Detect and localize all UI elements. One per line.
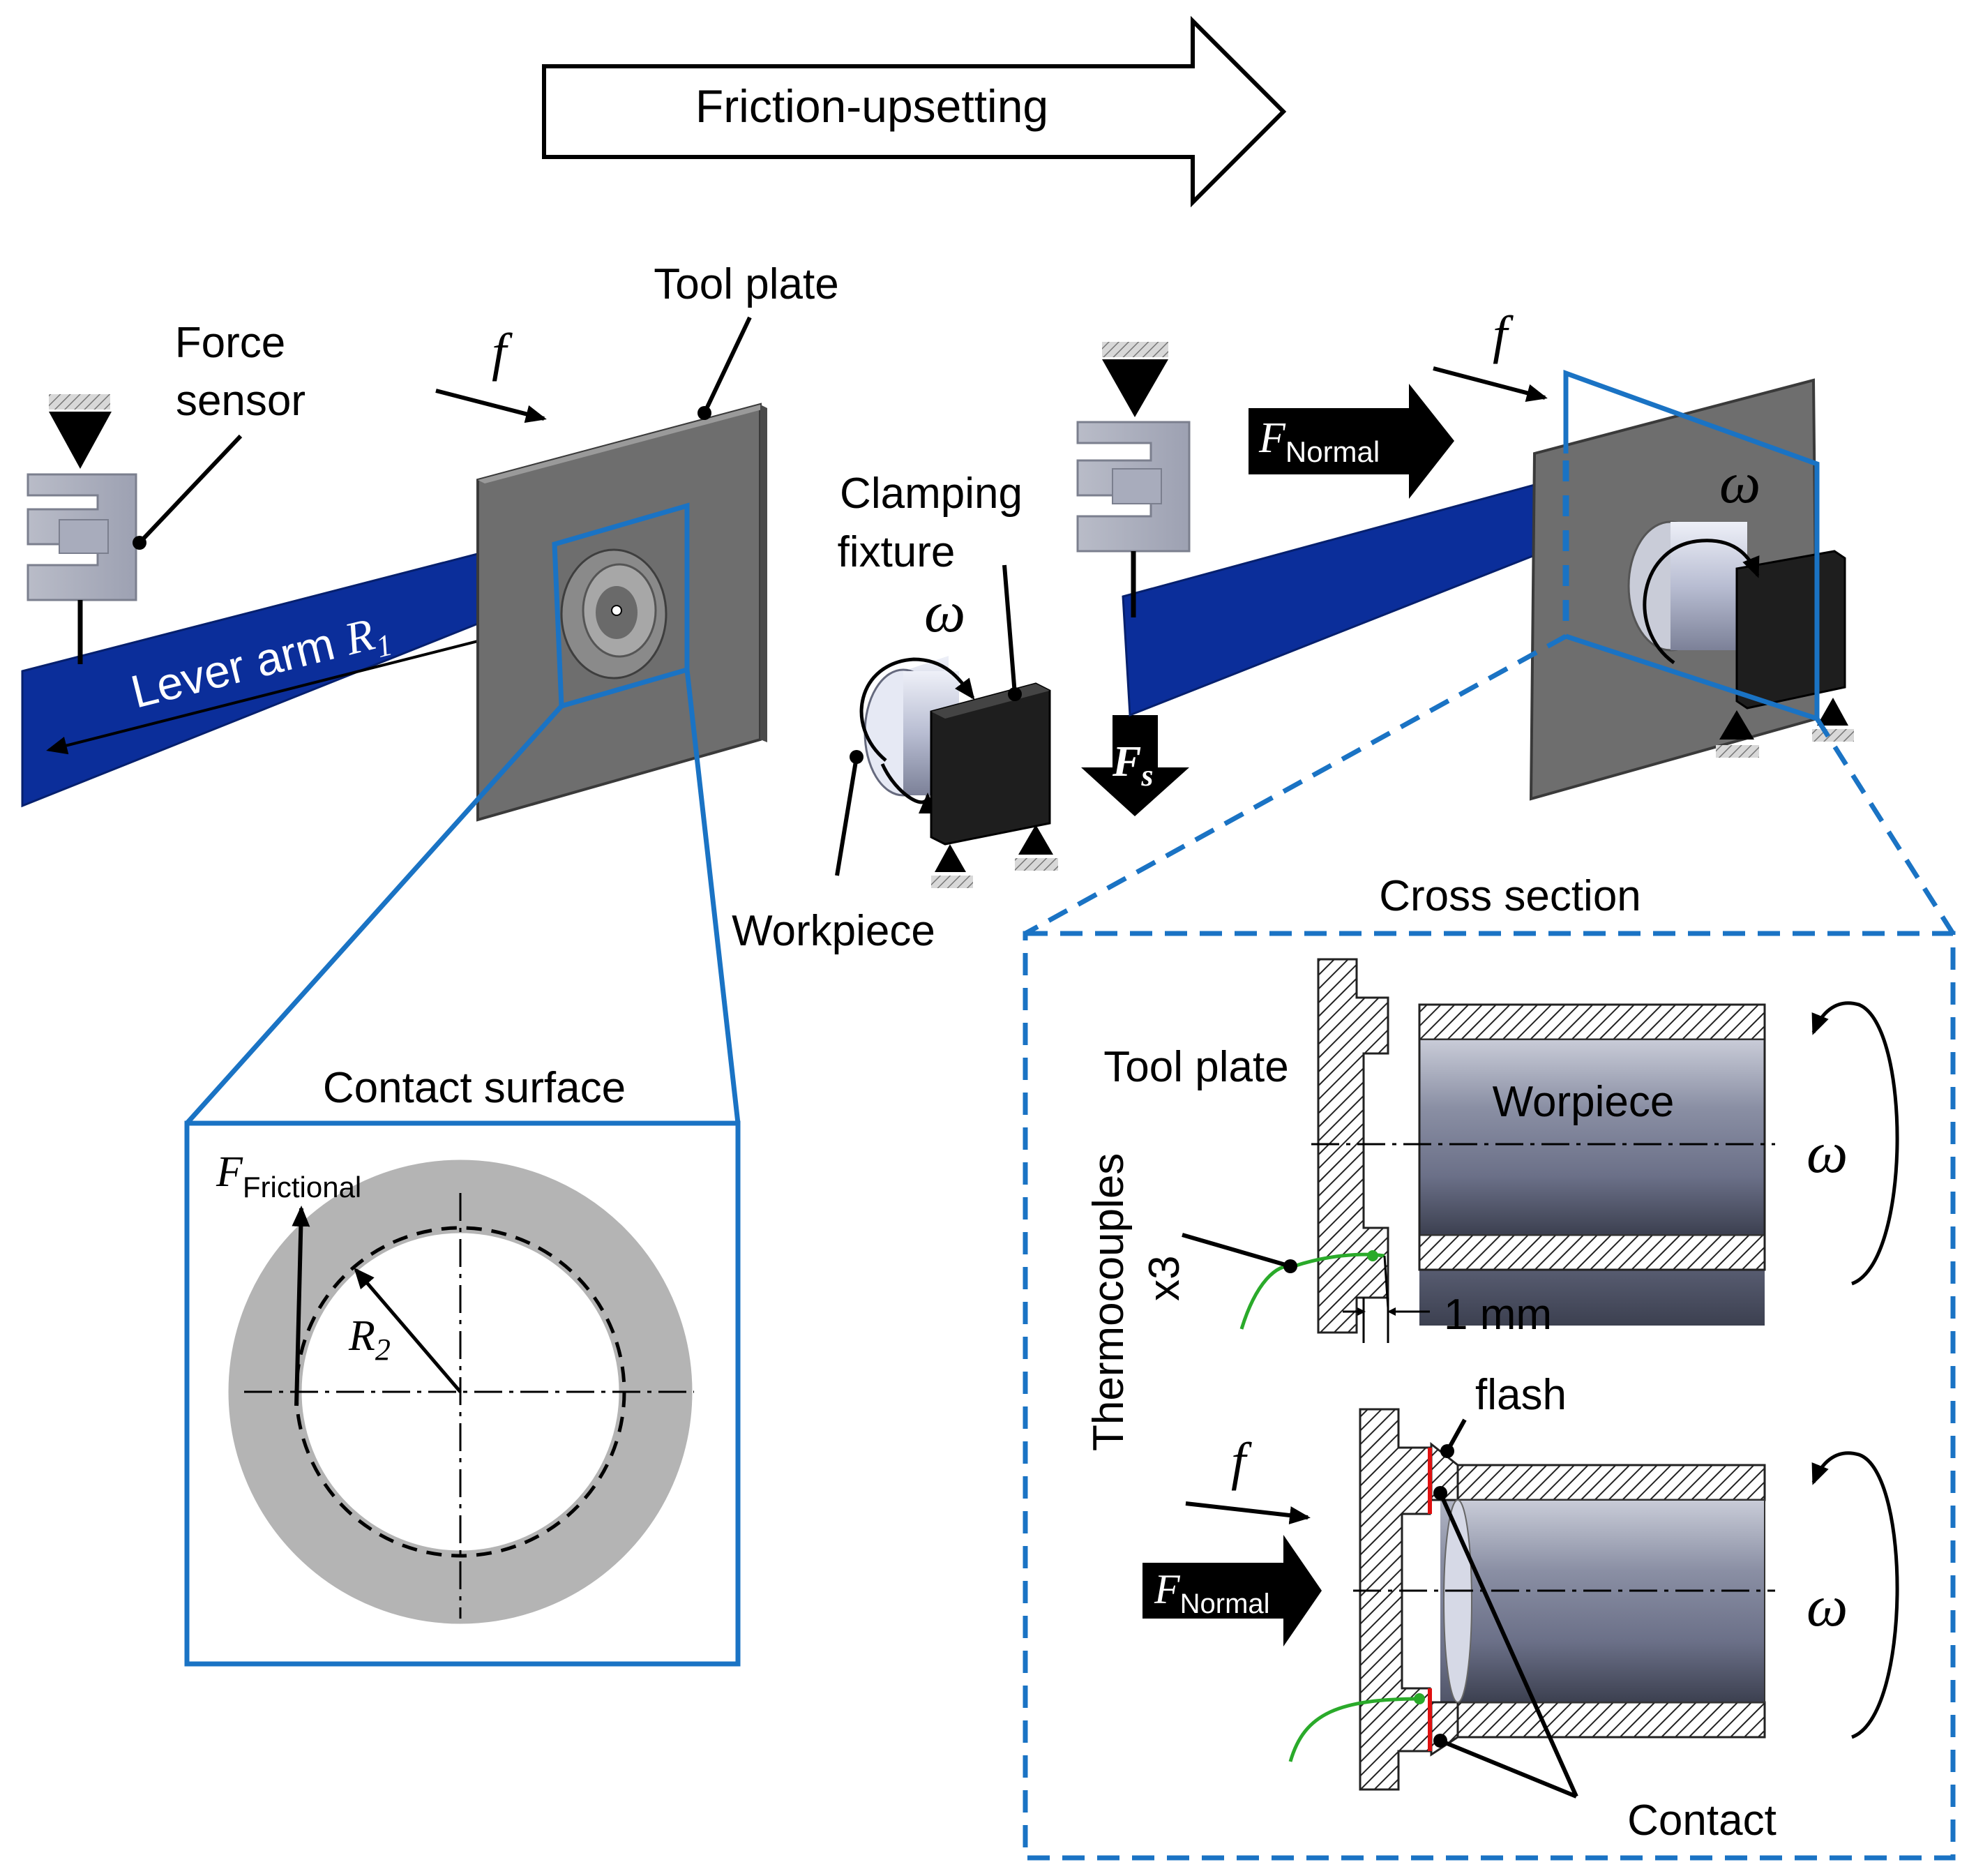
feed-arrow-right bbox=[1433, 366, 1548, 402]
workpiece-leader bbox=[835, 756, 859, 876]
normal-force-label-section: FNormal bbox=[1154, 1566, 1270, 1619]
cross-section-panel: Cross section Worpiece Tool plate 1 mm bbox=[1023, 872, 1956, 1861]
workpiece-label: Workpiece bbox=[732, 907, 935, 955]
contact-leader-top bbox=[1438, 1492, 1578, 1798]
force-sensor-label-line2: sensor bbox=[176, 377, 306, 425]
tool-plate-leader bbox=[702, 316, 752, 414]
left-setup: Lever arm R1 Force sensor Tool plate bbox=[21, 260, 839, 1125]
clamping-fixture-leader bbox=[1002, 564, 1017, 695]
thermocouples-leader bbox=[1182, 1233, 1291, 1268]
thermocouples-label-line1: Thermocouples bbox=[1085, 1153, 1133, 1451]
feed-arrow-left bbox=[435, 389, 547, 423]
omega-middle: ω bbox=[924, 580, 965, 645]
omega-section-bottom: ω bbox=[1807, 1574, 1848, 1639]
contact-surface-panel: Contact surface R2 FFrictional bbox=[184, 1064, 741, 1667]
tool-plate-label: Tool plate bbox=[654, 260, 838, 308]
normal-force-arrow-section bbox=[1142, 1535, 1322, 1646]
force-s-arrow bbox=[1081, 715, 1189, 816]
flash-label: flash bbox=[1475, 1371, 1567, 1419]
clamping-fixture-label-line1: Clamping bbox=[840, 470, 1023, 518]
cross-section-title: Cross section bbox=[1379, 872, 1641, 920]
clamping-fixture-label-line2: fixture bbox=[838, 528, 956, 576]
force-sensor-left bbox=[27, 394, 137, 664]
process-arrow: Friction-upsetting bbox=[542, 15, 1287, 208]
frictional-force-label: FFrictional bbox=[216, 1148, 361, 1203]
normal-force-arrow-right bbox=[1249, 384, 1454, 499]
force-s-label: Fs bbox=[1112, 738, 1153, 793]
right-setup: FNormal f ω bbox=[1024, 306, 1955, 936]
force-sensor-right bbox=[1076, 342, 1191, 617]
feed-symbol-right: f bbox=[1493, 306, 1514, 364]
radius-r2-arrow bbox=[354, 1267, 462, 1393]
force-sensor-leader bbox=[137, 434, 243, 545]
thermocouples-label-line2: x3 bbox=[1140, 1256, 1189, 1301]
frictional-force-arrow bbox=[292, 1206, 310, 1406]
contact-label: Contact bbox=[1627, 1796, 1777, 1845]
contact-surface-title: Contact surface bbox=[323, 1064, 626, 1112]
contact-leader-bottom bbox=[1439, 1739, 1578, 1799]
normal-force-label-right: FNormal bbox=[1258, 414, 1380, 468]
cross-section-lower: flash Contact f FNormal ω bbox=[1142, 1371, 1899, 1845]
omega-right: ω bbox=[1719, 451, 1760, 516]
middle-setup: Clamping fixture ω Workpiece Fs bbox=[732, 470, 1189, 955]
workpiece-section-label: Worpiece bbox=[1493, 1078, 1675, 1126]
omega-section-top: ω bbox=[1807, 1120, 1848, 1185]
radius-r2-label: R2 bbox=[348, 1312, 391, 1367]
gap-label: 1 mm bbox=[1444, 1291, 1552, 1339]
feed-symbol-left: f bbox=[492, 323, 513, 382]
feed-arrow-section bbox=[1185, 1501, 1311, 1524]
force-sensor-label-line1: Force bbox=[175, 319, 285, 367]
tool-plate-section-label: Tool plate bbox=[1103, 1043, 1288, 1091]
process-title: Friction-upsetting bbox=[695, 80, 1048, 132]
cross-section-upper: Worpiece Tool plate 1 mm Thermocouples x… bbox=[1085, 958, 1899, 1451]
